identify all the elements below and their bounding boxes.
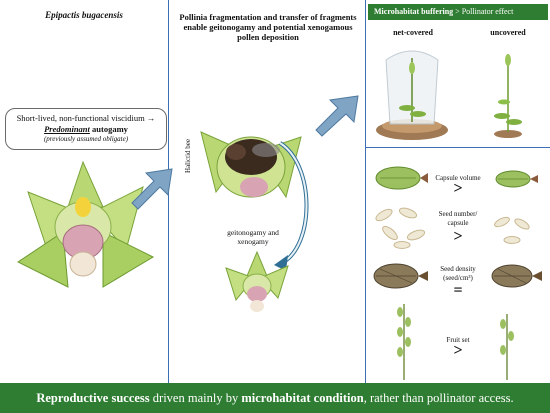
netcovered-label: net-covered [393,28,433,37]
seeds-right-illustration [494,216,530,244]
comparison-symbol-fruit-set: > [453,342,463,359]
geitonogamy-label: geitonogamy and xenogamy [227,228,279,246]
fruiting-stem-right-illustration [500,314,514,380]
dry-capsule-right-illustration [491,264,542,288]
comparison-symbol-seed-density: = [453,282,463,299]
comparison-symbol-capsule-volume: > [453,180,463,197]
microhabitat-header: Microhabitat buffering > Pollinator effe… [368,4,548,20]
divider-right [365,0,366,383]
comparison-label-seed-density: Seed density (seed/cm³) [440,265,476,282]
uncovered-label: uncovered [490,28,526,37]
capsule-left-illustration [375,166,428,190]
netcovered-plant-illustration [376,50,448,140]
comparison-label-capsule-volume: Capsule volume [435,174,481,182]
autogamy-callout: Short-lived, non-functional viscidium → … [5,108,167,150]
callout-line2: Predominant autogamy [44,123,128,134]
divider-right-horizontal [366,147,550,148]
callout-line1: Short-lived, non-functional viscidium → [16,113,156,123]
comparison-label-seed-number: Seed number/ capsule [438,210,478,227]
flow-arrow-2 [315,95,359,137]
flow-arrow-1 [131,168,173,210]
fruiting-stem-left-illustration [397,304,411,380]
comparison-symbol-seed-number: > [453,228,463,245]
comparison-label-fruit-set: Fruit set [446,336,470,344]
bee-flower-illustration [200,131,302,199]
uncovered-plant-illustration [494,54,522,138]
seeds-left-illustration [375,207,426,249]
middle-title: Pollinia fragmentation and transfer of f… [179,12,357,42]
left-title: Epipactis bugacensis [45,10,123,20]
flower-illustration-left [17,160,155,288]
flower-illustration-middle [225,250,289,312]
footer-conclusion: Reproductive success driven mainly by mi… [0,383,550,413]
capsule-right-illustration [495,170,538,188]
dry-capsule-left-illustration [373,263,428,289]
callout-line3: (previously assumed obligate) [43,135,129,143]
halictid-bee-label: Halictid bee [184,139,192,174]
